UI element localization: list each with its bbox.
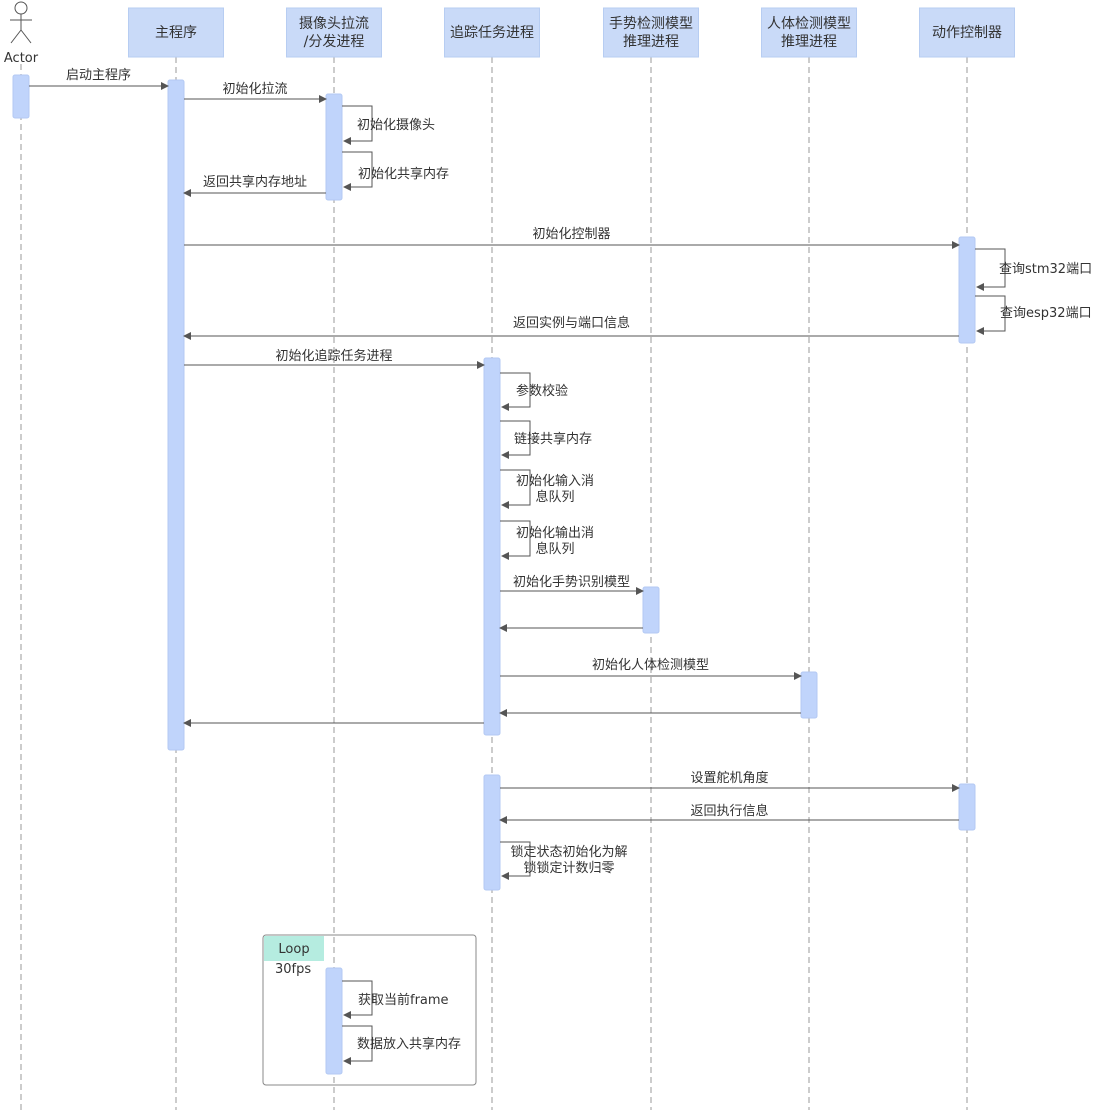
message-cam-to-main: 返回共享内存地址 bbox=[183, 174, 326, 197]
message-actor-to-main: 启动主程序 bbox=[29, 68, 169, 90]
self-message-arrow bbox=[500, 520, 531, 560]
message-label: 锁锁定计数归零 bbox=[523, 860, 614, 876]
participant-box bbox=[761, 7, 857, 58]
self-message-arrow bbox=[500, 372, 531, 411]
message-label: 数据放入共享内存 bbox=[357, 1036, 461, 1052]
participant-label: 推理进程 bbox=[623, 34, 679, 50]
activation-track bbox=[483, 357, 501, 736]
actor-label: Actor bbox=[4, 51, 39, 66]
message-label: 启动主程序 bbox=[66, 68, 131, 83]
participant-label: 主程序 bbox=[155, 25, 197, 41]
activation-actor bbox=[12, 74, 30, 119]
participant-box bbox=[286, 7, 382, 58]
loop-condition: 30fps bbox=[275, 962, 311, 977]
self-message-arrow bbox=[342, 151, 373, 191]
loop-frame bbox=[262, 934, 477, 1086]
participant-label: /分发进程 bbox=[304, 34, 365, 50]
message-main-to-ctrl: 初始化控制器 bbox=[184, 227, 960, 249]
activation-body bbox=[800, 671, 818, 719]
activation-ctrl bbox=[958, 236, 976, 344]
self-message-arrow bbox=[975, 295, 1006, 335]
message-track-to-gesture: 初始化手势识别模型 bbox=[500, 574, 644, 595]
self-message-arrow bbox=[975, 248, 1006, 291]
activation-track bbox=[483, 774, 501, 891]
participant-box bbox=[128, 7, 224, 58]
message-main-to-track: 初始化追踪任务进程 bbox=[184, 348, 485, 369]
message-label: 息队列 bbox=[535, 489, 574, 505]
message-label: 锁定状态初始化为解 bbox=[510, 844, 627, 860]
message-label: 初始化输入消 bbox=[516, 473, 594, 489]
message-label: 返回共享内存地址 bbox=[203, 174, 307, 190]
message-label: 初始化控制器 bbox=[532, 227, 610, 242]
self-message-arrow bbox=[500, 420, 531, 459]
self-message-arrow bbox=[342, 980, 373, 1019]
message-ctrl-to-track: 返回执行信息 bbox=[499, 803, 959, 824]
message-ctrl-to-main: 返回实例与端口信息 bbox=[183, 315, 959, 340]
message-ctrl-to-ctrl: 查询stm32端口 bbox=[975, 248, 1092, 291]
message-track-to-track: 参数校验 bbox=[500, 372, 568, 411]
participant-ctrl: 动作控制器 bbox=[919, 7, 1015, 58]
message-label: 查询esp32端口 bbox=[1000, 306, 1092, 321]
message-label: 息队列 bbox=[535, 541, 574, 557]
participant-box bbox=[444, 7, 540, 58]
participant-track: 追踪任务进程 bbox=[444, 7, 540, 58]
activation-main bbox=[167, 79, 185, 751]
participant-label: 摄像头拉流 bbox=[299, 16, 369, 32]
message-label: 初始化输出消 bbox=[516, 525, 594, 541]
activation-gesture bbox=[642, 586, 660, 634]
message-label: 初始化追踪任务进程 bbox=[275, 348, 392, 364]
message-cam-to-cam: 初始化共享内存 bbox=[342, 151, 449, 191]
message-label: 返回执行信息 bbox=[690, 803, 768, 819]
message-track-to-ctrl: 设置舵机角度 bbox=[500, 770, 960, 792]
message-track-to-body: 初始化人体检测模型 bbox=[500, 658, 802, 680]
participant-main: 主程序 bbox=[128, 7, 224, 58]
self-message-arrow bbox=[500, 469, 531, 509]
loop-label: Loop bbox=[278, 942, 309, 957]
actor-figure: Actor bbox=[4, 1, 39, 66]
activation-cam bbox=[325, 93, 343, 201]
self-message-arrow bbox=[342, 105, 373, 145]
participant-label: 人体检测模型 bbox=[767, 16, 851, 32]
message-label: 查询stm32端口 bbox=[999, 262, 1092, 277]
message-ctrl-to-ctrl: 查询esp32端口 bbox=[975, 295, 1092, 335]
loop-tab bbox=[264, 936, 324, 961]
participant-cam: 摄像头拉流/分发进程 bbox=[286, 7, 382, 58]
message-main-to-cam: 初始化拉流 bbox=[184, 82, 327, 103]
message-cam-to-cam: 初始化摄像头 bbox=[342, 105, 435, 145]
activation-cam bbox=[325, 967, 343, 1075]
message-label: 初始化手势识别模型 bbox=[513, 574, 630, 590]
participant-box bbox=[603, 7, 699, 58]
self-message-arrow bbox=[342, 1025, 373, 1065]
message-track-to-track: 链接共享内存 bbox=[500, 420, 592, 459]
message-label: 初始化摄像头 bbox=[357, 118, 435, 133]
message-cam-to-cam: 获取当前frame bbox=[342, 980, 449, 1019]
message-label: 链接共享内存 bbox=[514, 431, 592, 447]
message-label: 初始化拉流 bbox=[222, 82, 287, 97]
self-message-arrow bbox=[500, 841, 531, 880]
message-label: 获取当前frame bbox=[358, 992, 449, 1008]
message-label: 设置舵机角度 bbox=[690, 770, 768, 786]
message-label: 返回实例与端口信息 bbox=[513, 315, 630, 331]
message-cam-to-cam: 数据放入共享内存 bbox=[342, 1025, 461, 1065]
loop-fragment: Loop 30fps bbox=[262, 934, 477, 1086]
participant-label: 追踪任务进程 bbox=[450, 25, 534, 41]
activation-ctrl bbox=[958, 783, 976, 831]
participant-label: 手势检测模型 bbox=[609, 16, 693, 32]
participant-label: 推理进程 bbox=[781, 34, 837, 50]
message-label: 初始化人体检测模型 bbox=[592, 658, 709, 673]
participant-box bbox=[919, 7, 1015, 58]
message-label: 初始化共享内存 bbox=[358, 166, 449, 182]
message-label: 参数校验 bbox=[516, 383, 568, 399]
participant-label: 动作控制器 bbox=[932, 25, 1002, 41]
